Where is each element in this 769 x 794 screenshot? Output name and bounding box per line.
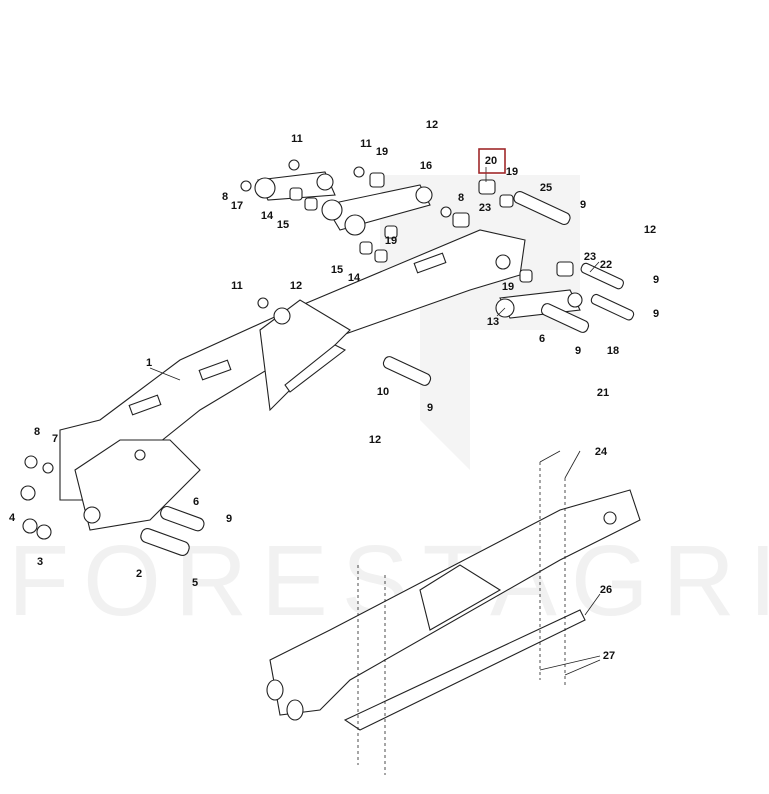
- callout-21[interactable]: 21: [597, 387, 609, 399]
- callout-14[interactable]: 14: [348, 272, 361, 284]
- highlight-box-20: [478, 148, 506, 174]
- callout-8[interactable]: 8: [222, 191, 228, 203]
- callout-15[interactable]: 15: [331, 264, 343, 276]
- callout-24[interactable]: 24: [595, 446, 608, 458]
- callout-9[interactable]: 9: [580, 199, 586, 211]
- callout-14[interactable]: 14: [261, 210, 274, 222]
- lower-boom-assembly: [266, 462, 641, 775]
- callout-19[interactable]: 19: [502, 281, 514, 293]
- callout-6[interactable]: 6: [193, 496, 199, 508]
- callout-9[interactable]: 9: [226, 513, 232, 525]
- callout-7[interactable]: 7: [52, 433, 58, 445]
- callout-25[interactable]: 25: [540, 182, 552, 194]
- callout-6[interactable]: 6: [539, 333, 545, 345]
- callout-9[interactable]: 9: [653, 308, 659, 320]
- callout-4[interactable]: 4: [9, 512, 16, 524]
- callout-12[interactable]: 12: [290, 280, 302, 292]
- callout-1[interactable]: 1: [146, 357, 152, 369]
- callout-15[interactable]: 15: [277, 219, 289, 231]
- callout-16[interactable]: 16: [420, 160, 432, 172]
- callout-11[interactable]: 11: [360, 138, 372, 150]
- callout-8[interactable]: 8: [34, 426, 40, 438]
- callout-17[interactable]: 17: [231, 200, 243, 212]
- lower-boom-plate: [419, 564, 502, 631]
- watermark-logo: [380, 175, 580, 470]
- callout-5[interactable]: 5: [192, 577, 198, 589]
- callout-12[interactable]: 12: [644, 224, 656, 236]
- callout-12[interactable]: 12: [369, 434, 381, 446]
- wear-strip: [343, 609, 586, 731]
- callout-8[interactable]: 8: [458, 192, 464, 204]
- leader-lines: [149, 167, 601, 676]
- callout-9[interactable]: 9: [427, 402, 433, 414]
- callout-19[interactable]: 19: [385, 235, 397, 247]
- callout-27[interactable]: 27: [603, 650, 615, 662]
- callout-13[interactable]: 13: [487, 316, 499, 328]
- callout-26[interactable]: 26: [600, 584, 612, 596]
- callout-2[interactable]: 2: [136, 568, 142, 580]
- callout-3[interactable]: 3: [37, 556, 43, 568]
- callout-18[interactable]: 18: [607, 345, 619, 357]
- callout-10[interactable]: 10: [377, 386, 389, 398]
- callout-19[interactable]: 19: [506, 166, 518, 178]
- callout-12[interactable]: 12: [426, 119, 438, 131]
- callout-19[interactable]: 19: [376, 146, 388, 158]
- callout-labels: 11 12 11 19 16 20 19 25 8 17 14 15 8 23 …: [9, 119, 659, 662]
- callout-23[interactable]: 23: [479, 202, 491, 214]
- upper-boom-assembly: [20, 159, 635, 556]
- callout-9[interactable]: 9: [575, 345, 581, 357]
- callout-11[interactable]: 11: [231, 280, 243, 292]
- callout-11[interactable]: 11: [291, 133, 303, 145]
- callout-9[interactable]: 9: [653, 274, 659, 286]
- callout-20-highlighted[interactable]: 20: [485, 155, 497, 167]
- callout-22[interactable]: 22: [600, 259, 612, 271]
- boom-foot: [74, 439, 201, 531]
- callout-23[interactable]: 23: [584, 251, 596, 263]
